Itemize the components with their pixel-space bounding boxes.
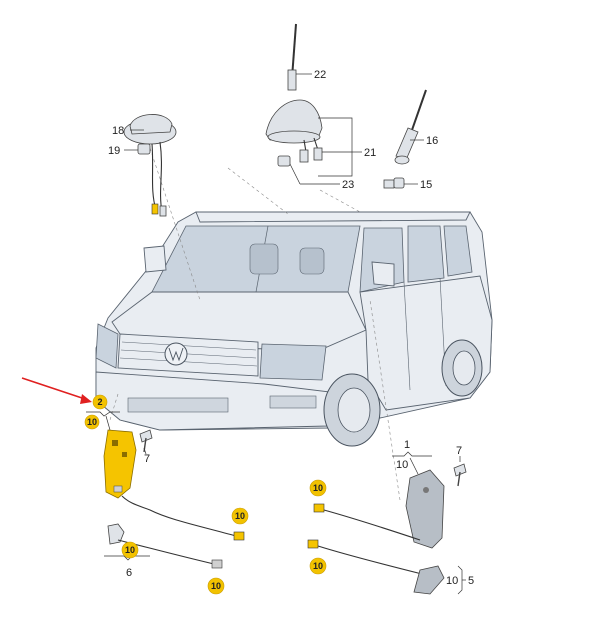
side-window-mid xyxy=(407,225,445,283)
antenna-rod xyxy=(291,23,297,79)
vw-logo xyxy=(164,342,188,366)
badge-10-connector-a: 10 xyxy=(309,479,327,497)
wheel-rear xyxy=(441,339,483,397)
antenna-base xyxy=(265,99,323,141)
badge-10-connector-c: 10 xyxy=(309,557,327,575)
svg-text:2: 2 xyxy=(97,397,102,407)
svg-text:10: 10 xyxy=(87,417,97,427)
part-2-bracket xyxy=(103,429,245,541)
part-5-sensor xyxy=(413,565,445,595)
callout-15: 15 xyxy=(420,179,432,191)
callout-5: 5 xyxy=(468,575,474,587)
callout-16: 16 xyxy=(426,135,438,147)
antenna-module-18 xyxy=(123,114,177,217)
callout-10-part5: 10 xyxy=(446,575,458,587)
callout-7-left: 7 xyxy=(144,453,150,465)
front-grille xyxy=(117,333,259,377)
svg-text:10: 10 xyxy=(313,483,323,493)
svg-text:10: 10 xyxy=(125,545,135,555)
bolt-7-left xyxy=(139,429,153,453)
van-illustration xyxy=(95,211,493,447)
badge-2: 2 xyxy=(92,394,108,410)
badge-10-connector-b: 10 xyxy=(231,507,249,525)
mirror-left xyxy=(143,245,167,273)
headlight-right xyxy=(259,343,327,381)
callout-1: 1 xyxy=(404,439,410,451)
badge-10-part6: 10 xyxy=(121,541,139,559)
badge-10-part2: 10 xyxy=(84,414,100,430)
callout-21: 21 xyxy=(364,147,376,159)
mirror-right xyxy=(371,261,395,287)
badge-10-connector-d: 10 xyxy=(207,577,225,595)
callout-22: 22 xyxy=(314,69,326,81)
side-window-rear xyxy=(443,225,473,277)
callout-10-part1: 10 xyxy=(396,459,408,471)
callout-7-right: 7 xyxy=(456,445,462,457)
cable-set-right xyxy=(307,503,445,595)
wheel-front xyxy=(323,373,381,447)
callout-19: 19 xyxy=(108,145,120,157)
headlight-left xyxy=(95,323,119,369)
roof-antenna-assembly xyxy=(265,23,323,167)
callout-18: 18 xyxy=(112,125,124,137)
svg-text:10: 10 xyxy=(211,581,221,591)
callout-23: 23 xyxy=(342,179,354,191)
callout-6: 6 xyxy=(126,567,132,579)
red-pointer-arrow xyxy=(21,377,92,404)
svg-text:10: 10 xyxy=(313,561,323,571)
part-1-bracket xyxy=(405,463,467,549)
antenna-16 xyxy=(383,89,427,189)
svg-text:10: 10 xyxy=(235,511,245,521)
